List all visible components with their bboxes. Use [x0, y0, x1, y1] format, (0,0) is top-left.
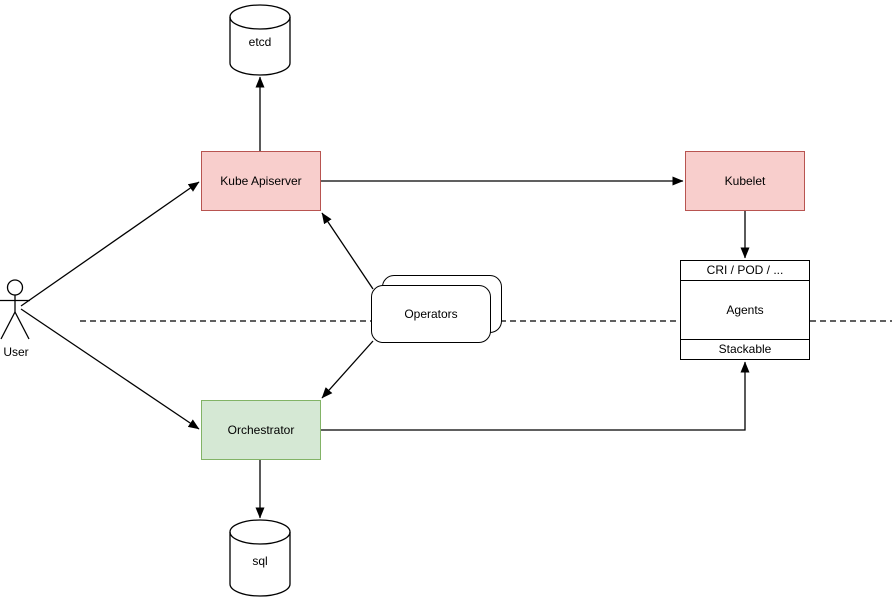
- etcd-label: etcd: [248, 35, 272, 49]
- edge-user-to-kube-apiserver: [20, 181, 200, 307]
- agents-stack-header: CRI / POD / ...: [681, 261, 809, 281]
- node-orchestrator-label: Orchestrator: [227, 422, 295, 437]
- node-kubelet: Kubelet: [685, 151, 805, 211]
- node-agents-stack: CRI / POD / ... Agents Stackable: [680, 260, 810, 360]
- agents-stack-footer: Stackable: [681, 339, 809, 359]
- node-operators: Operators: [371, 285, 491, 343]
- node-operators-label: Operators: [404, 306, 458, 321]
- node-kubelet-label: Kubelet: [724, 173, 766, 188]
- edge-orchestrator-to-stackable: [321, 361, 750, 431]
- node-orchestrator: Orchestrator: [201, 400, 321, 460]
- node-kube-apiserver: Kube Apiserver: [201, 151, 321, 211]
- user-actor-icon: [0, 279, 30, 340]
- edge-operators-to-kube-apiserver: [321, 212, 374, 290]
- edge-operators-to-orchestrator: [321, 340, 374, 399]
- etcd-cylinder-shape: [229, 4, 291, 76]
- sql-cylinder-shape: [229, 519, 291, 597]
- agents-stack-body: Agents: [726, 302, 764, 317]
- user-label: User: [3, 345, 29, 359]
- edge-user-to-orchestrator: [20, 308, 200, 430]
- node-kube-apiserver-label: Kube Apiserver: [220, 173, 302, 188]
- sql-label: sql: [252, 554, 268, 568]
